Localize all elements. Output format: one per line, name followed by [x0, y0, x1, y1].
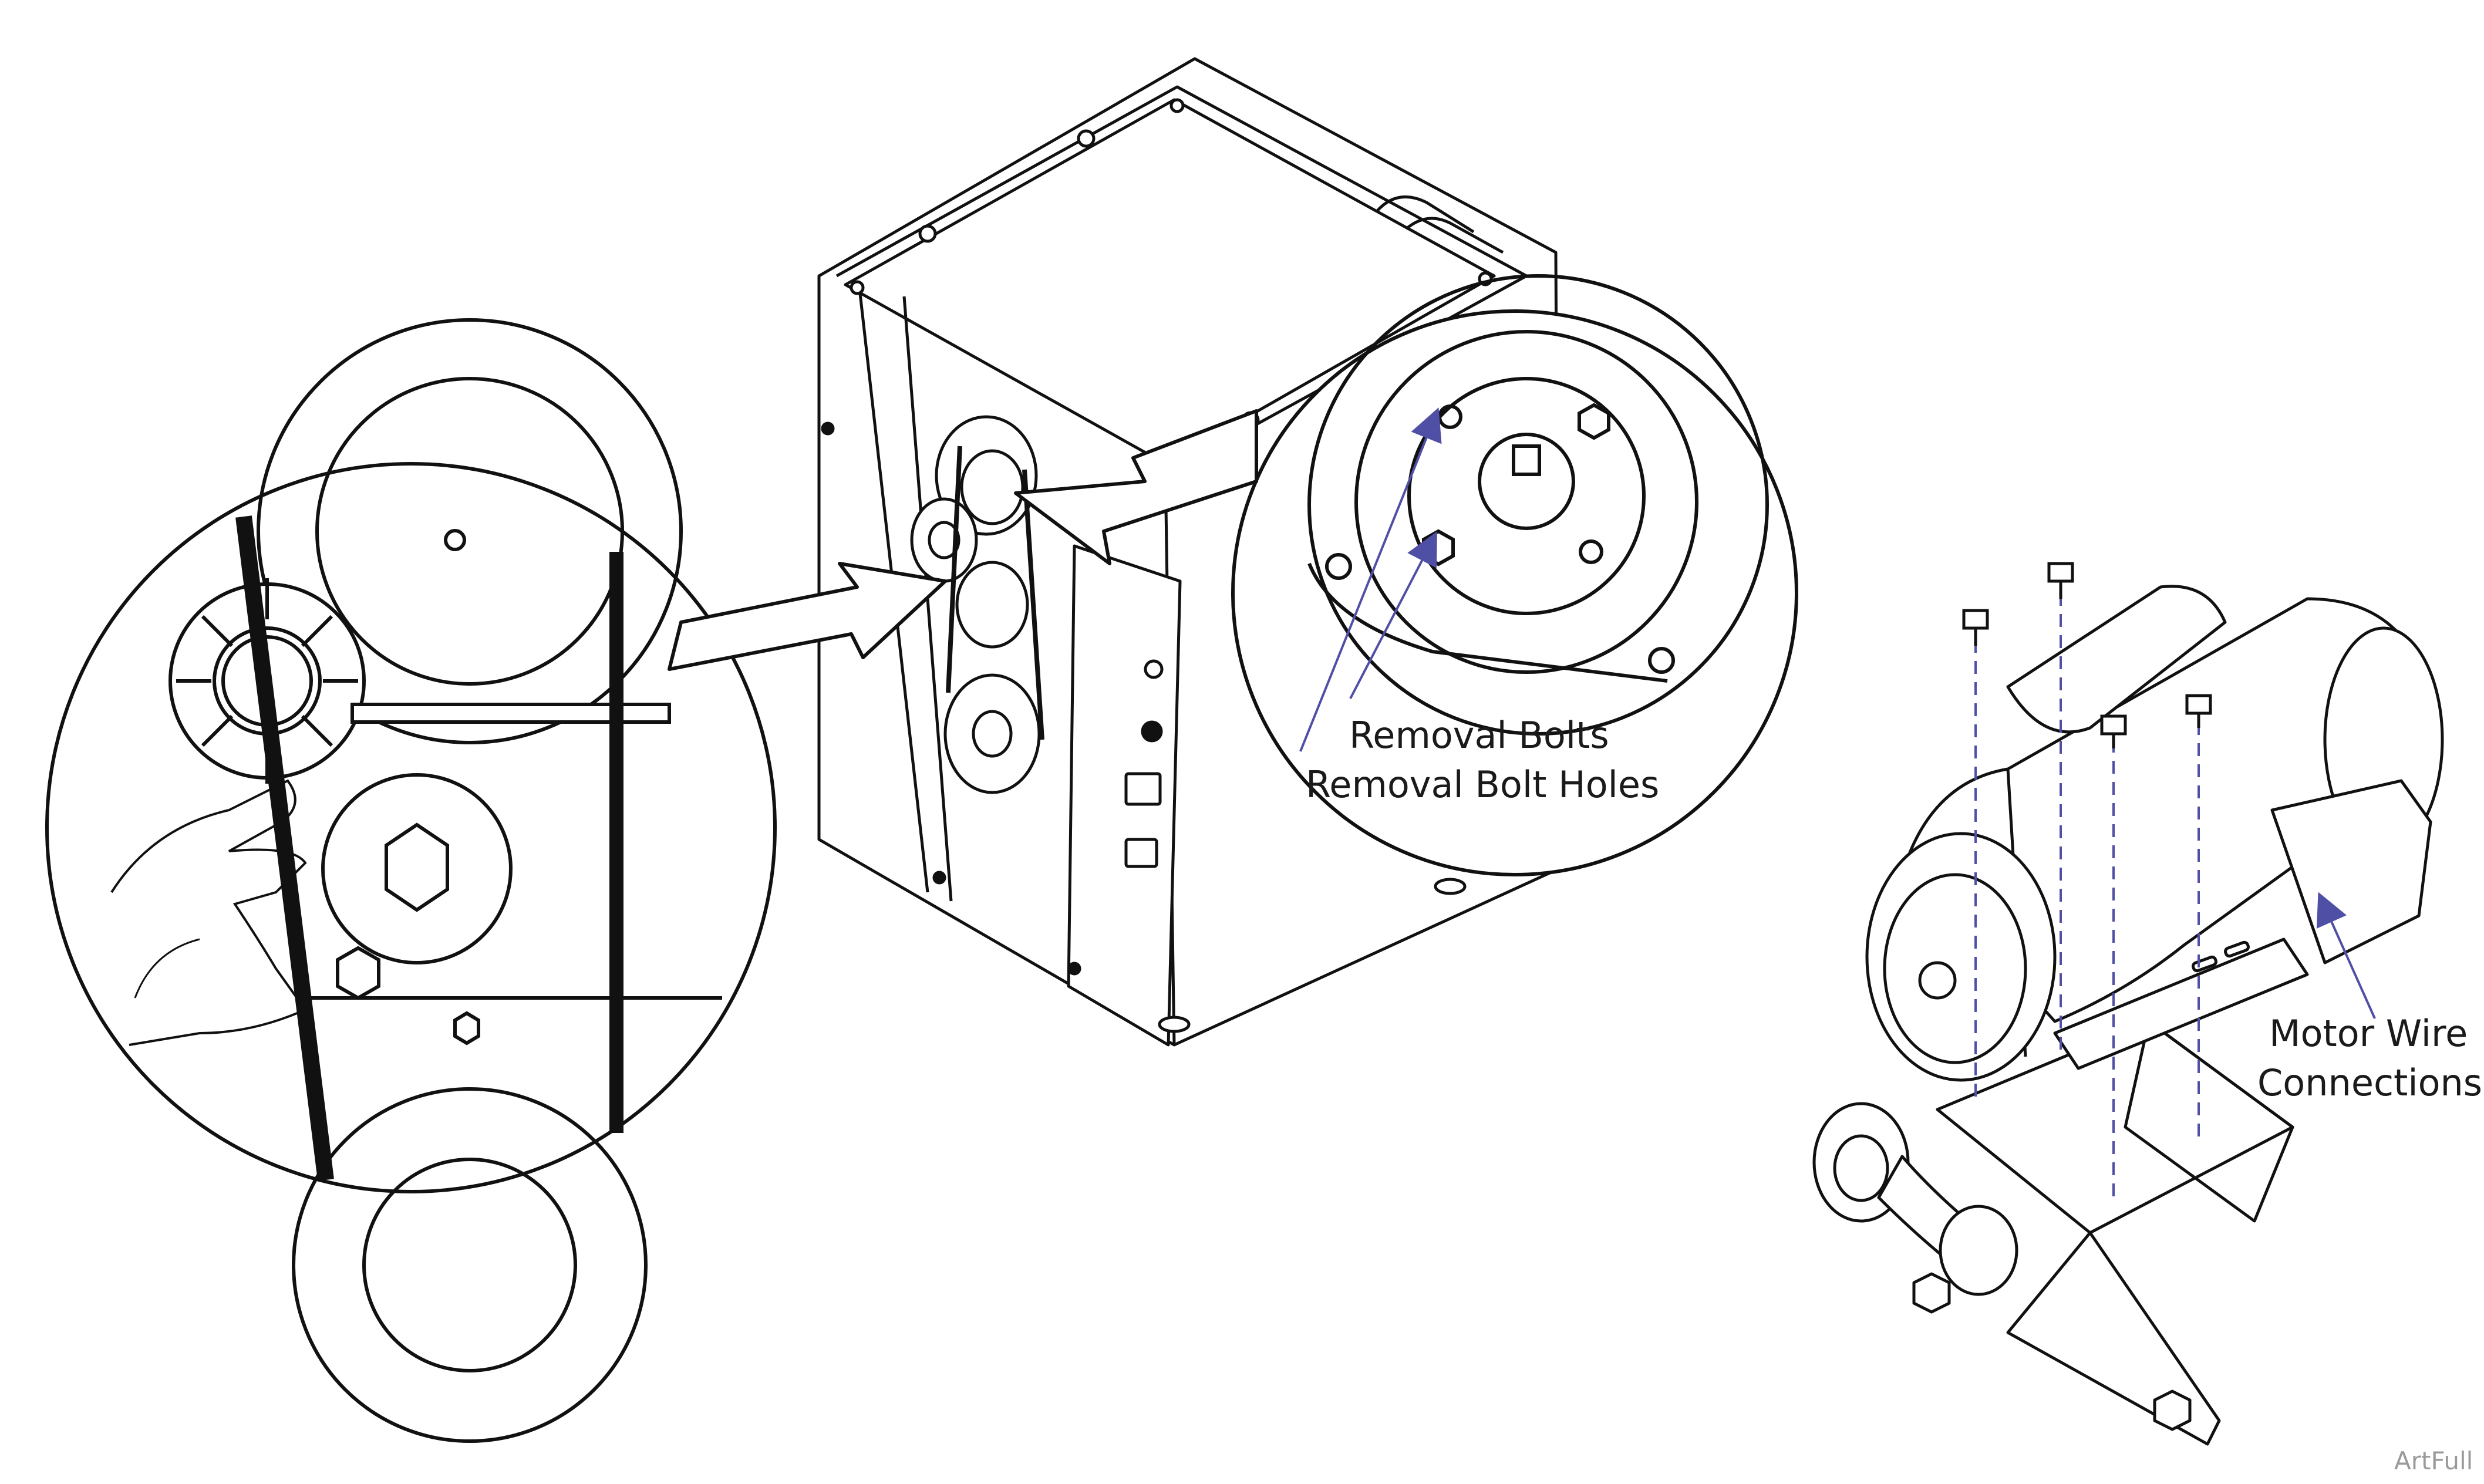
bolts	[1962, 562, 2212, 748]
bolt-paths	[1974, 593, 2200, 1203]
motor-wire-label-line1: Motor Wire	[2269, 1012, 2468, 1055]
motor-wire-label-line2: Connections	[2257, 1061, 2483, 1104]
removal-leader-lines	[1299, 407, 1442, 752]
motor-assembly	[1812, 585, 2444, 1446]
left-detail-circle	[45, 318, 777, 1443]
watermark-text: ArtFull	[2394, 1446, 2473, 1475]
removal-bolt-holes-label: Removal Bolt Holes	[1306, 763, 1660, 806]
left-callout-arrow	[668, 562, 947, 671]
removal-bolts-label: Removal Bolts	[1349, 714, 1609, 757]
right-detail-circle	[1231, 274, 1798, 876]
motor-wire-leader	[2316, 892, 2376, 1019]
right-callout-arrow	[1014, 409, 1258, 565]
